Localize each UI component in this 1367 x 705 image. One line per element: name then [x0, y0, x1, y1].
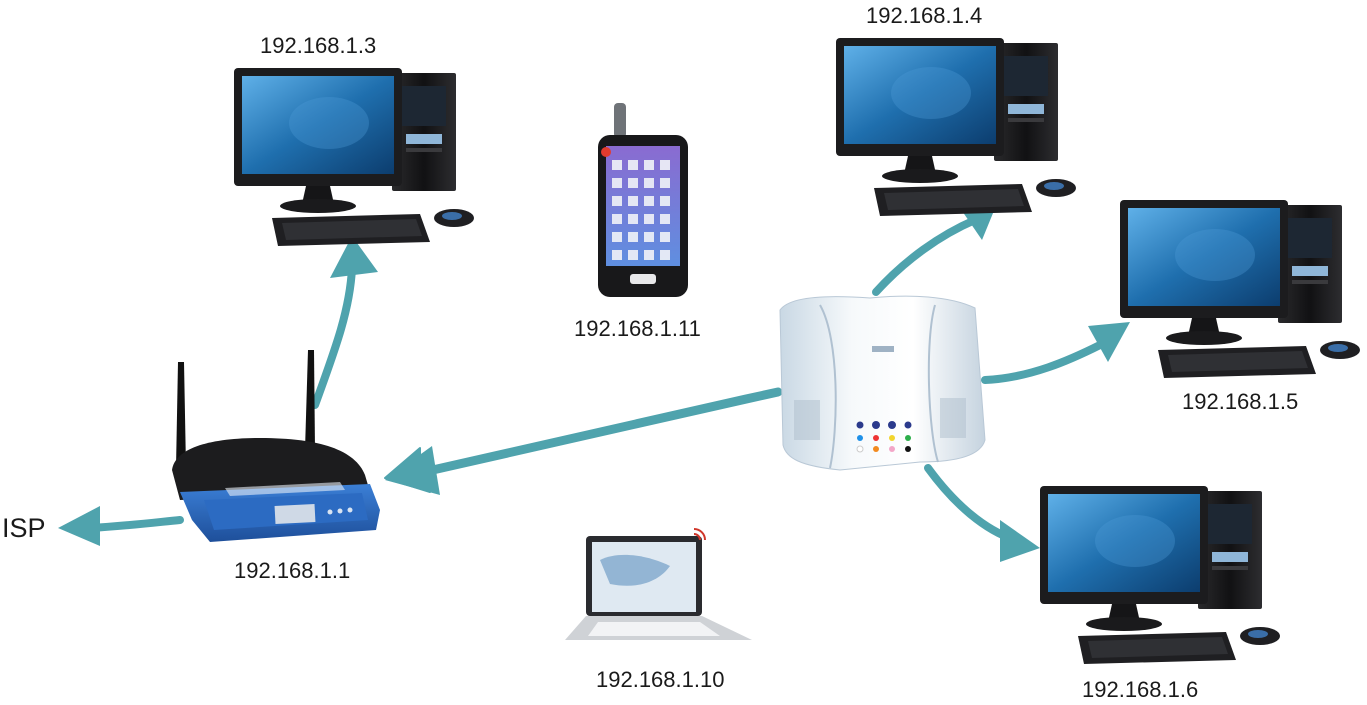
- router-icon: [172, 350, 380, 542]
- desktop-pc-icon: [234, 68, 474, 246]
- phone-ip-label: 192.168.1.11: [574, 316, 701, 341]
- arrow-server-to-pc-1-4: [872, 216, 979, 296]
- server-icon: [779, 295, 986, 471]
- pc-bottom-right-ip-label: 192.168.1.6: [1082, 677, 1199, 702]
- laptop-ip-label: 192.168.1.10: [596, 667, 725, 692]
- desktop-pc-icon: [836, 38, 1076, 216]
- isp-label: ISP: [2, 513, 46, 543]
- arrow-router-to-isp: [86, 516, 184, 532]
- pc-top-left-ip-label: 192.168.1.3: [260, 33, 377, 58]
- wifi-signal-icon: [693, 528, 706, 541]
- desktop-pc-icon: [1040, 486, 1280, 664]
- arrow-server-to-pc-1-5: [981, 341, 1104, 384]
- connection-arrows: [58, 196, 1130, 562]
- router-ip-label: 192.168.1.1: [234, 558, 351, 583]
- pc-top-right-ip-label: 192.168.1.4: [866, 3, 983, 28]
- smartphone-icon: [598, 103, 688, 297]
- arrow-router-to-pc-1-3: [311, 264, 356, 409]
- laptop-icon: [565, 528, 752, 640]
- pc-right-ip-label: 192.168.1.5: [1182, 389, 1299, 414]
- desktop-pc-icon: [1120, 200, 1360, 378]
